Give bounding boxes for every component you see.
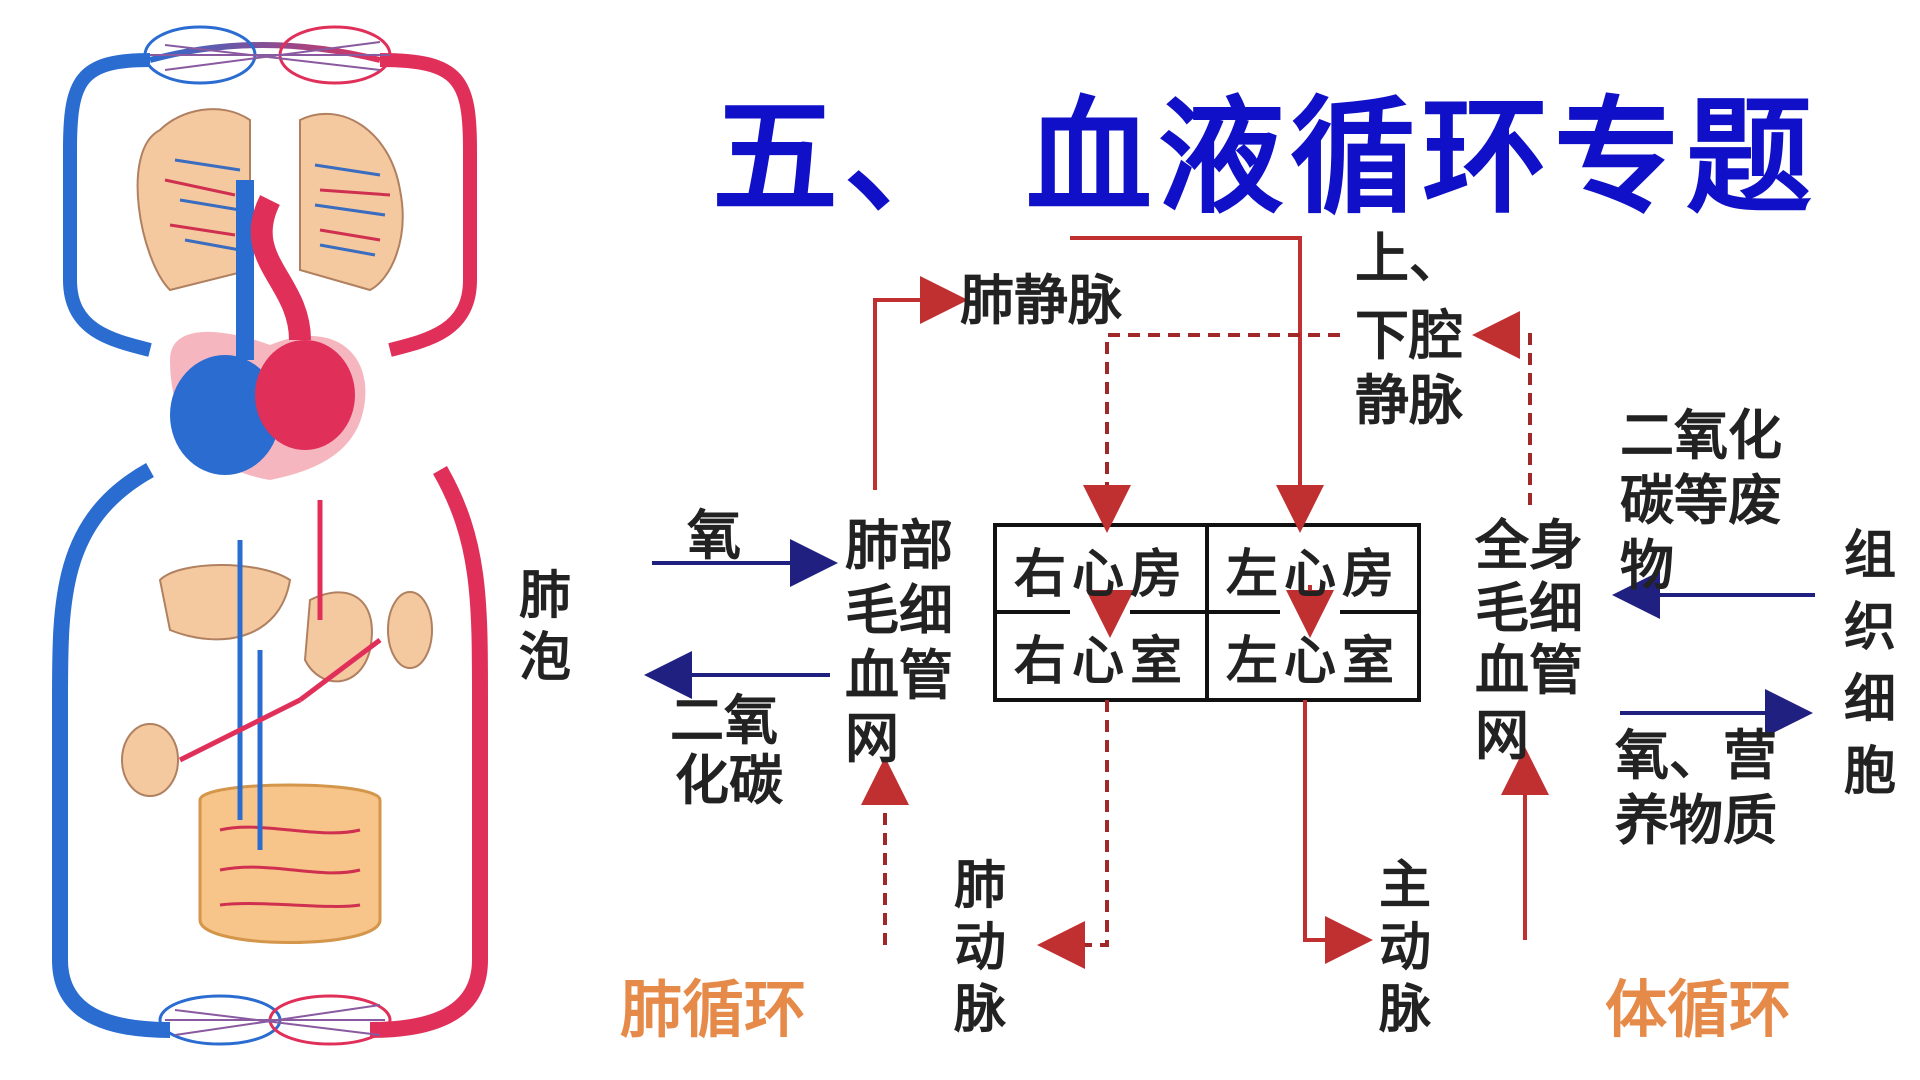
label-tissue-cells: 组织细胞	[1843, 525, 1896, 802]
label-body-capillary-line1: 全身	[1475, 513, 1583, 577]
arrow-vena-cava-to-right-atrium	[1083, 333, 1340, 533]
label-co2-line2: 化碳	[675, 748, 783, 812]
flow-arrows	[644, 236, 1815, 969]
label-vena-cava-line3: 静脉	[1355, 368, 1463, 432]
label-lung-capillary-line4: 网	[845, 706, 899, 770]
cell-right-atrium: 右心房	[1013, 543, 1188, 605]
label-vena-cava-line1: 上、	[1355, 226, 1463, 290]
label-nutrients-line2: 养物质	[1615, 788, 1777, 852]
label-body-capillary-line3: 血管	[1475, 638, 1583, 702]
label-aorta: 主动脉	[1378, 855, 1431, 1040]
label-nutrients-line1: 氧、营	[1615, 723, 1777, 787]
label-pulmonary-circulation: 肺循环	[620, 973, 807, 1046]
circulatory-system-illustration	[52, 25, 488, 1046]
cell-right-ventricle: 右心室	[1013, 630, 1188, 692]
label-body-capillary-line2: 毛细	[1475, 576, 1583, 640]
page-title: 五、 血液循环专题	[712, 84, 1818, 231]
label-body-capillary-line4: 网	[1475, 703, 1529, 767]
circulation-flow-diagram: 肺静脉 上、 下腔 静脉 氧 肺泡 二氧 化碳 肺部 毛细 血管 网 右心房 左…	[519, 180, 1920, 1080]
label-co2-line1: 二氧	[670, 688, 778, 752]
label-lung-capillary-line1: 肺部	[845, 513, 953, 577]
label-pulmonary-artery: 肺动脉	[953, 855, 1006, 1040]
label-systemic-circulation: 体循环	[1605, 973, 1792, 1046]
label-lung-capillary-line2: 毛细	[845, 578, 953, 642]
arrow-right-ventricle-to-pulmonary-artery	[1037, 700, 1109, 969]
lungs	[136, 108, 404, 292]
arrow-left-ventricle-to-aorta	[1303, 700, 1373, 964]
label-waste-line2: 碳等废	[1620, 468, 1782, 532]
cell-left-atrium: 左心房	[1225, 543, 1400, 605]
cell-left-ventricle: 左心室	[1225, 630, 1400, 692]
label-waste-line3: 物	[1620, 533, 1674, 597]
arrow-pulmonary-vein-to-left-atrium	[1070, 236, 1324, 533]
heart	[170, 180, 366, 480]
label-lung-capillary-line3: 血管	[845, 643, 953, 707]
label-pulmonary-vein: 肺静脉	[960, 268, 1122, 332]
label-oxygen: 氧	[687, 503, 741, 567]
arrow-lung-to-pulmonary-vein	[873, 276, 968, 490]
label-alveoli: 肺泡	[518, 565, 571, 688]
arrow-body-capillary-to-vena-cava	[1472, 311, 1532, 505]
organs	[121, 500, 433, 944]
label-vena-cava-line2: 下腔	[1355, 303, 1463, 367]
label-waste-line1: 二氧化	[1620, 403, 1782, 467]
top-capillary-net	[143, 25, 392, 85]
bottom-capillary-net	[158, 994, 392, 1046]
